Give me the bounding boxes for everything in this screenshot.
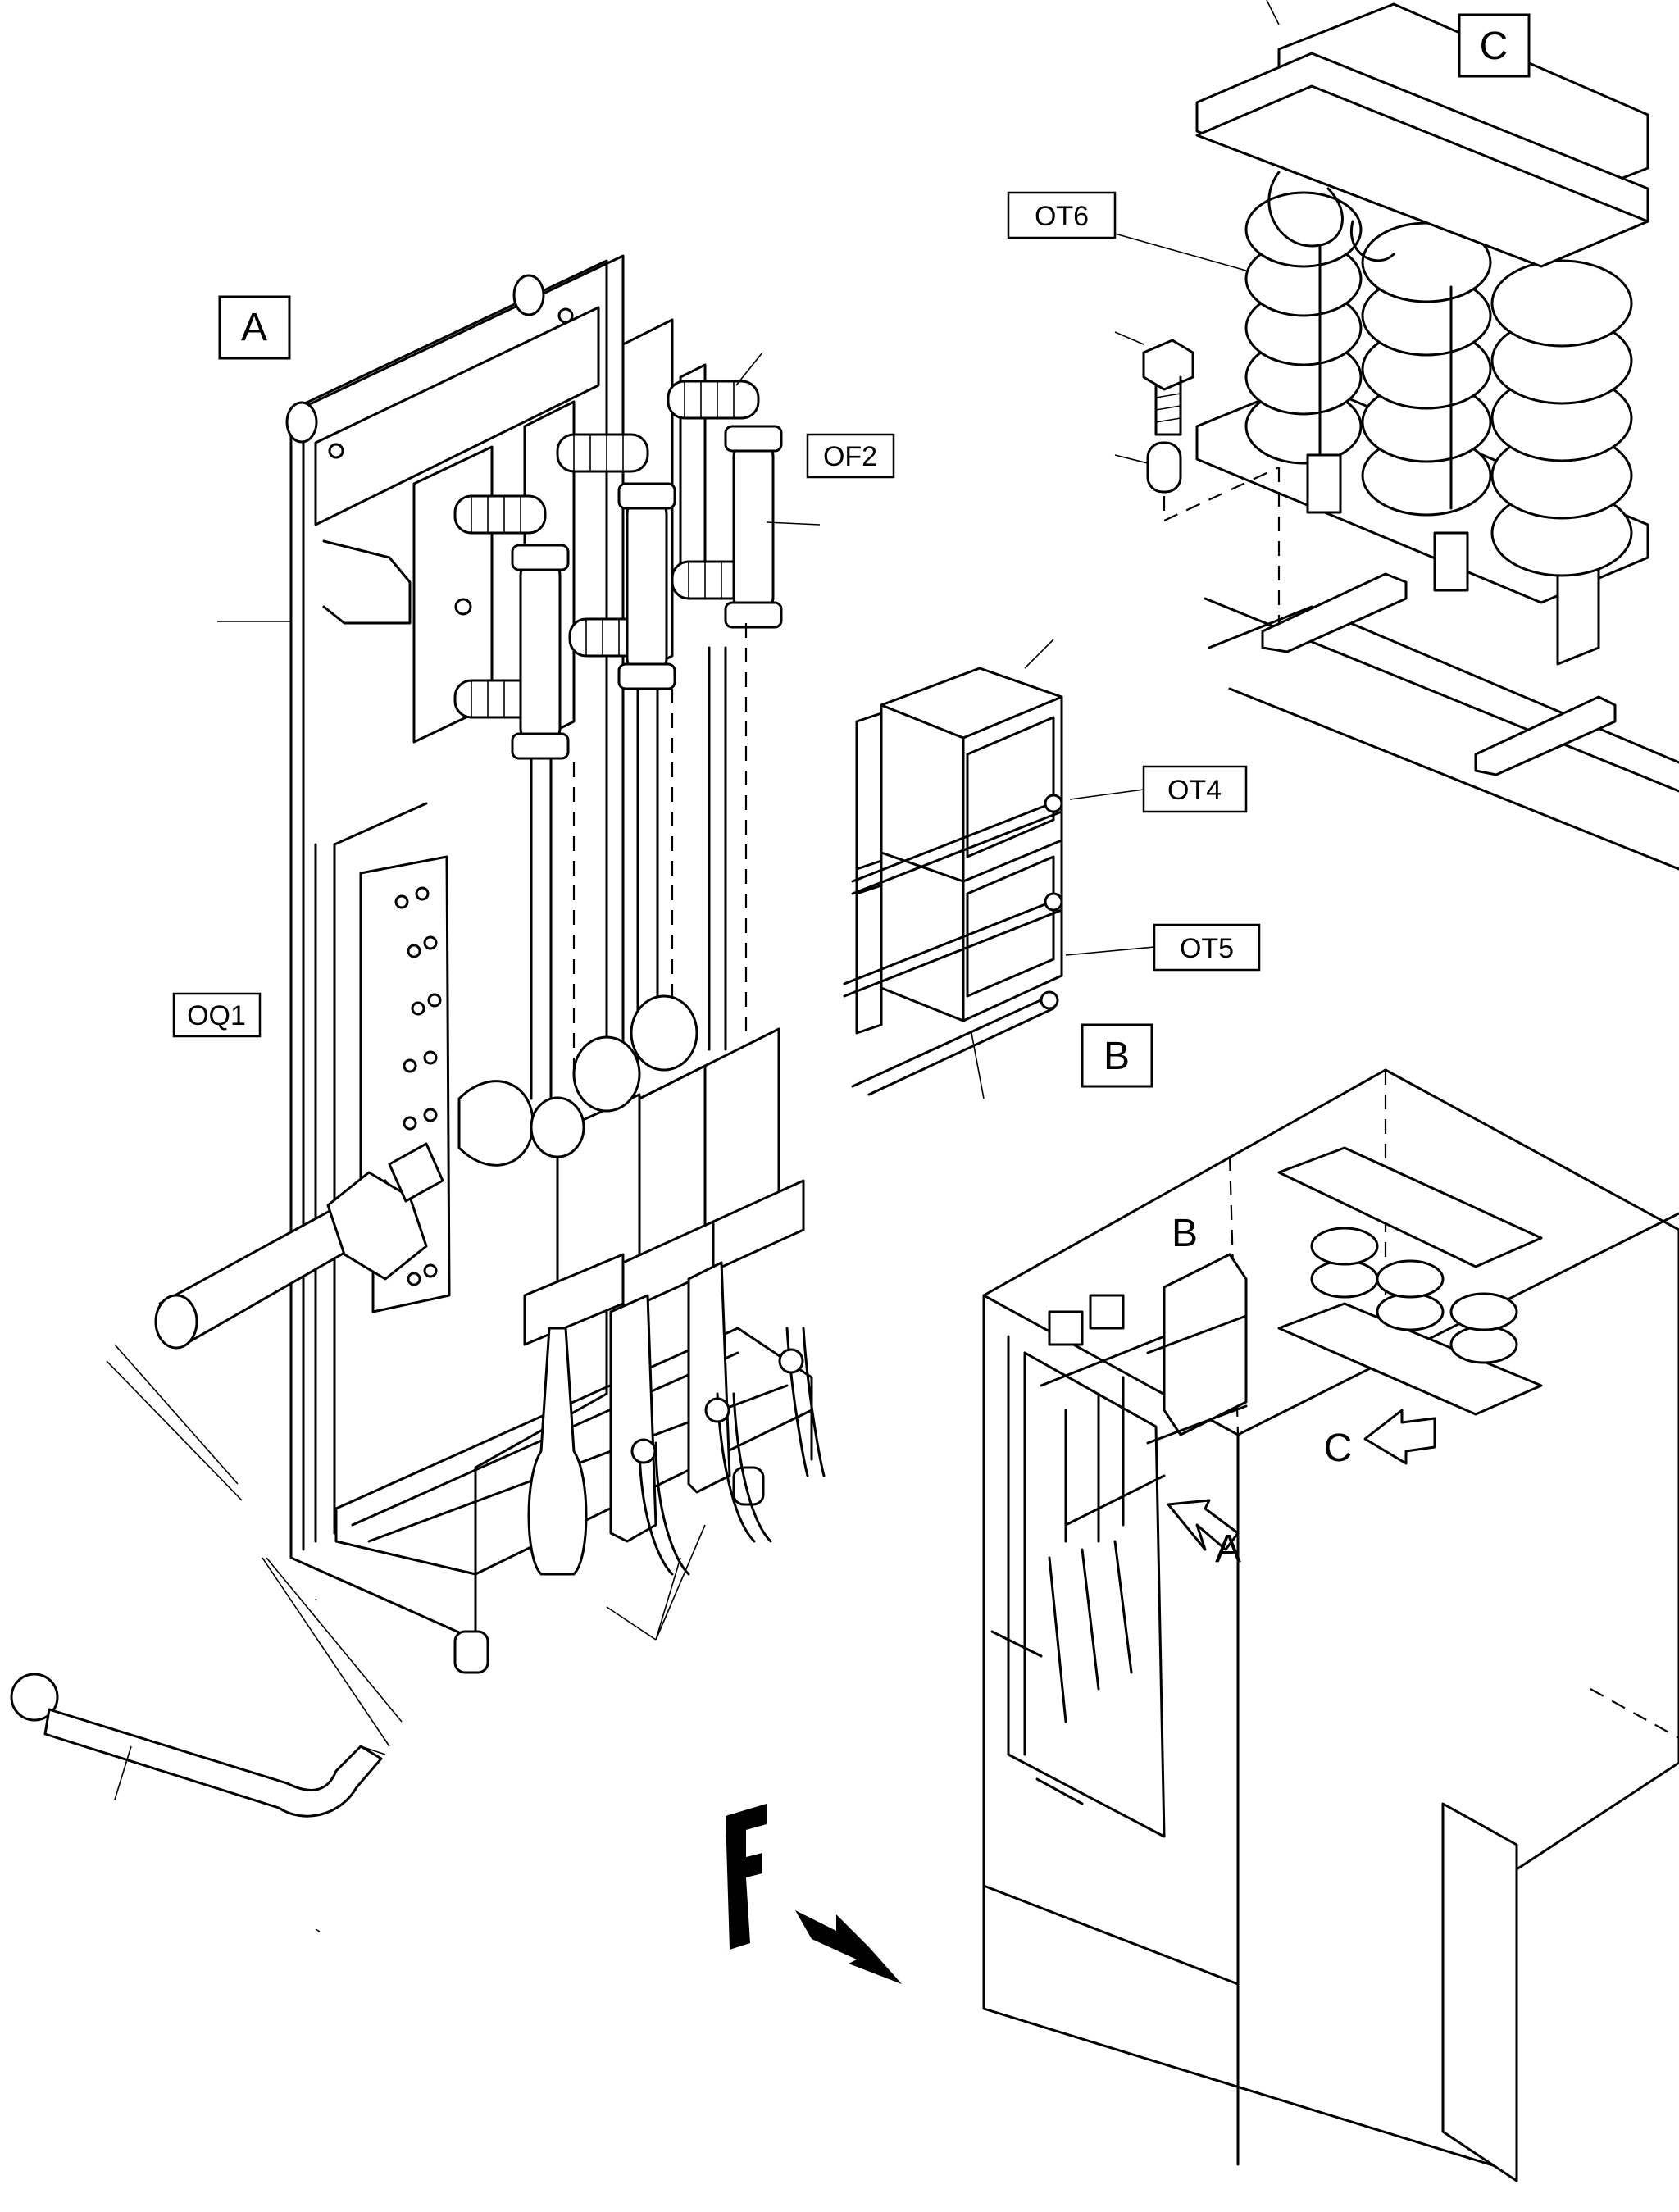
insulator-row-top: [453, 380, 760, 535]
arrow-c-icon: [1363, 1409, 1436, 1465]
arrow-a-icon: [1167, 1499, 1240, 1551]
cabinet-overview: [982, 1068, 1679, 2182]
oq1-box: [172, 992, 262, 1038]
terminal-plate-holes: [394, 886, 442, 1286]
transformer-coils: [1244, 191, 1633, 577]
cabinet-a-label: A: [1215, 1527, 1241, 1571]
operating-handle: [10, 1673, 386, 1818]
ot6-label: OT6: [1035, 201, 1089, 232]
view-b-assembly: [843, 639, 1063, 1099]
ot5-box: [1153, 923, 1261, 972]
lower-contact-blocks: [523, 994, 805, 1346]
cabinet-b-label: B: [1172, 1212, 1198, 1255]
view-c-box: [1458, 13, 1531, 78]
view-a-box: [218, 295, 291, 360]
of2-label: OF2: [823, 441, 877, 472]
view-b-label: B: [1103, 1035, 1130, 1078]
view-a-assembly: [10, 254, 826, 1932]
fuse-cartridges: [511, 425, 783, 760]
of2-box: [806, 433, 895, 479]
callout-labels: A B C OQ1 OF2 OT4 OT5 OT6 B A C: [172, 13, 1531, 1571]
ot4-box: [1142, 765, 1248, 813]
view-c-assembly: [1114, 0, 1679, 871]
cabinet-c-label: C: [1324, 1427, 1353, 1470]
ot4-label: OT4: [1167, 775, 1222, 806]
oq1-label: OQ1: [187, 1000, 246, 1031]
ot5-label: OT5: [1180, 933, 1234, 964]
operating-shaft: [154, 1080, 535, 1350]
ot6-box: [1007, 191, 1117, 239]
view-a-label: A: [241, 306, 267, 349]
view-c-label: C: [1480, 25, 1508, 68]
bottom-cables: [527, 1261, 826, 1641]
view-b-box: [1081, 1023, 1153, 1088]
front-arrow-icon: [795, 1910, 902, 1984]
front-indicator: F: [726, 1804, 902, 1984]
